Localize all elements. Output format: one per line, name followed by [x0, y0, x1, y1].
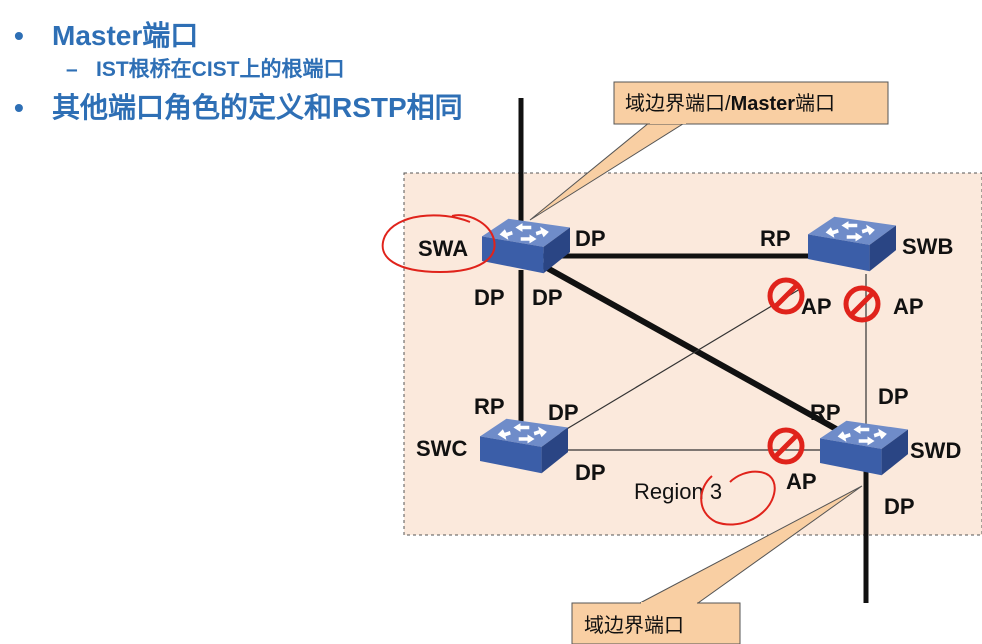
- blocked-port-icon: [843, 285, 881, 323]
- annotation-circle-swa: [381, 214, 496, 274]
- sub-bullet-ist-root: –IST根桥在CIST上的根端口: [66, 53, 345, 83]
- sub-bullet-text: IST根桥在CIST上的根端口: [96, 58, 345, 81]
- port-label-swa-down-right: DP: [532, 285, 563, 310]
- port-label-swc-upright: DP: [548, 400, 579, 425]
- port-label-swa-down-left: DP: [474, 285, 505, 310]
- switch-name-swd: SWD: [910, 438, 961, 463]
- callout-bottom-text: 域边界端口: [584, 614, 684, 637]
- region-label: Region 3: [634, 479, 722, 504]
- port-label-swb-left: RP: [760, 226, 791, 251]
- bullet-text: Master端口: [52, 20, 199, 51]
- port-label-swb-ap-left: AP: [801, 294, 832, 319]
- bullet-text: 其他端口角色的定义和RSTP相同: [52, 92, 463, 123]
- port-label-swb-ap-right: AP: [893, 294, 924, 319]
- port-label-swd-top-right: DP: [878, 384, 909, 409]
- switch-name-swc: SWC: [416, 436, 467, 461]
- callout-top-box: [613, 81, 889, 125]
- blocked-port-icon: [767, 277, 805, 315]
- link-swa-swd: [538, 261, 840, 433]
- bullet-other-roles: • 其他端口角色的定义和RSTP相同: [14, 86, 463, 126]
- link-swc-swb: [559, 288, 801, 434]
- annotation-circle-region: [700, 470, 776, 526]
- callout-top-suffix: 端口: [795, 92, 835, 115]
- blocked-port-icon: [767, 427, 805, 465]
- switch-name-swb: SWB: [902, 234, 953, 259]
- sub-bullet-dash: –: [66, 58, 78, 81]
- switch-name-swa: SWA: [418, 236, 468, 261]
- callout-top-text: 域边界端口/Master端口: [625, 92, 835, 115]
- callout-top-prefix: 域边界端口/: [625, 92, 731, 115]
- bullet-dot: •: [14, 92, 24, 123]
- port-label-swc-up: RP: [474, 394, 505, 419]
- port-label-swd-top-left: RP: [810, 400, 841, 425]
- bullet-master-port: • Master端口: [14, 14, 198, 54]
- port-label-swa-right: DP: [575, 226, 606, 251]
- bullet-dot: •: [14, 20, 24, 51]
- port-label-swd-bottom: DP: [884, 494, 915, 519]
- port-label-swd-ap: AP: [786, 469, 817, 494]
- callout-top-bold: Master: [731, 93, 796, 115]
- port-label-swc-right: DP: [575, 460, 606, 485]
